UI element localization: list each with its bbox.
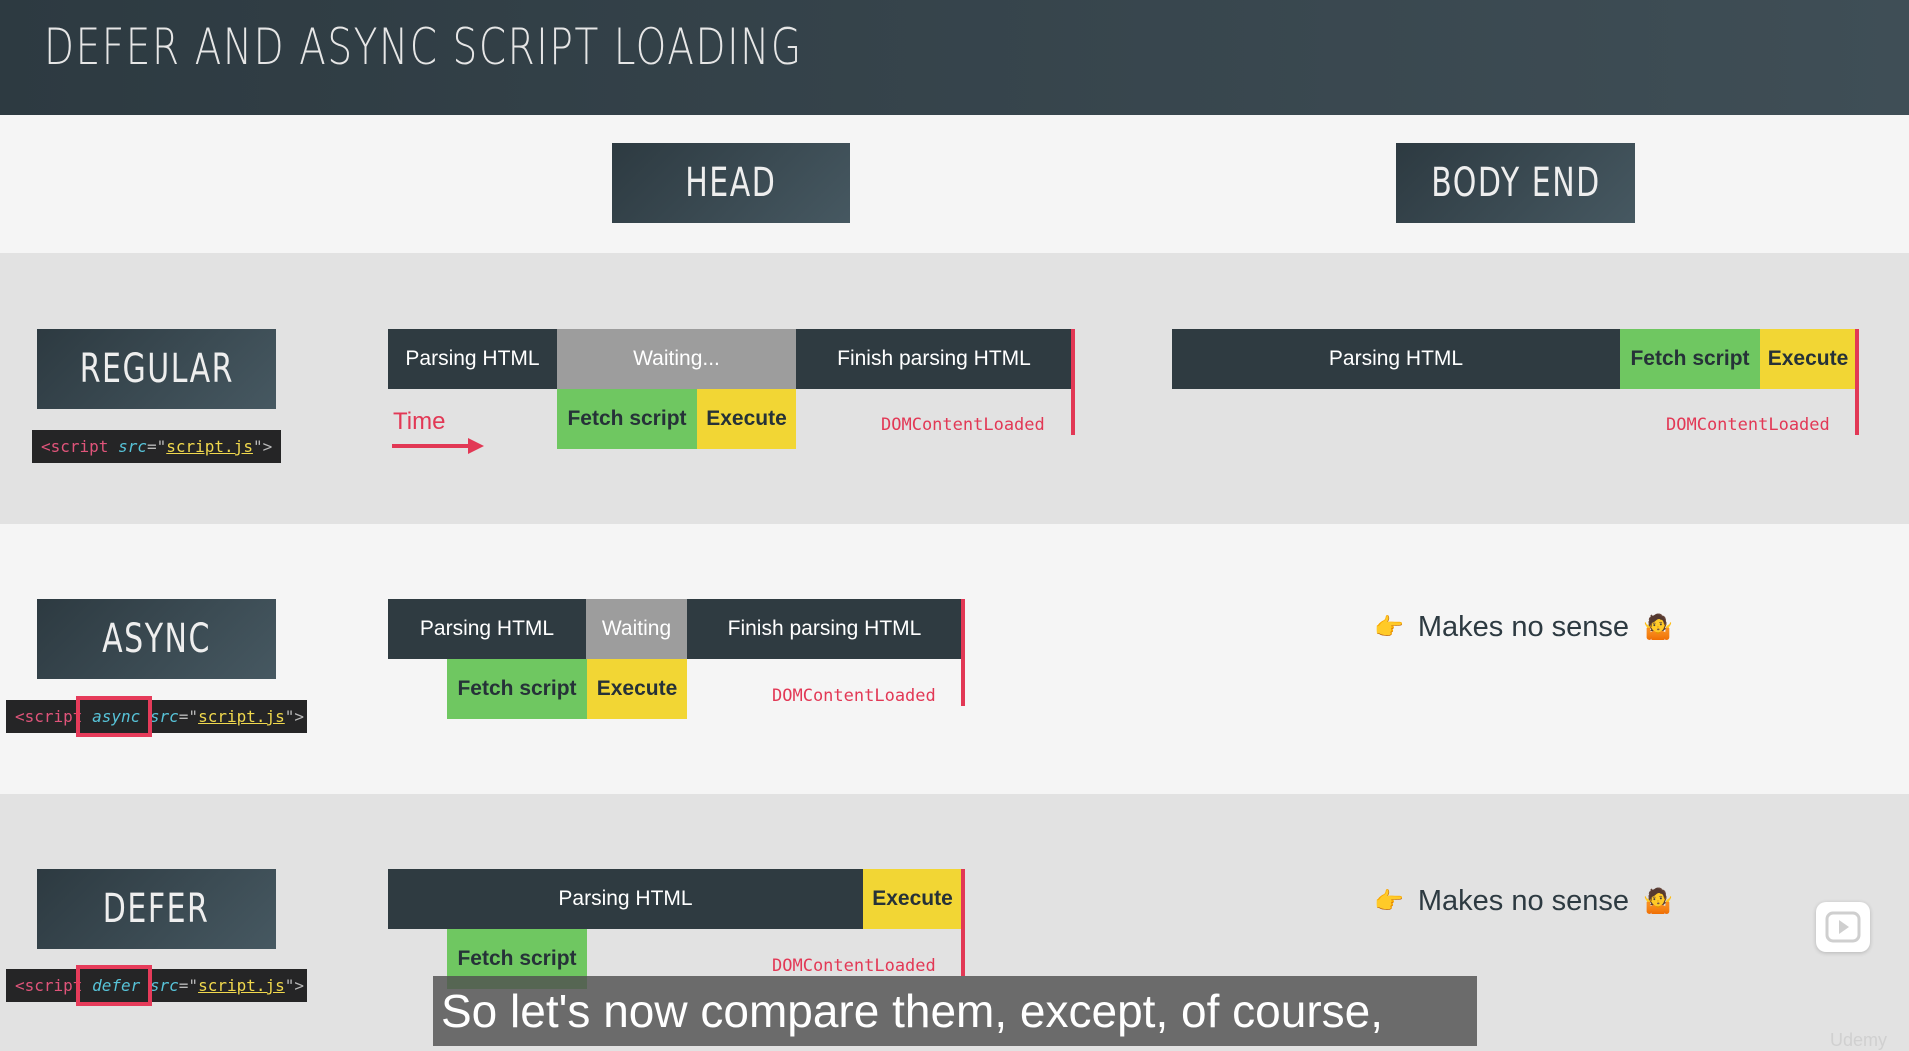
defer-head-parsing-html: Parsing HTML bbox=[388, 869, 863, 929]
code-close: "> bbox=[252, 437, 273, 456]
regular-head-waiting: Waiting... bbox=[557, 329, 796, 389]
code-src-value: script.js bbox=[166, 437, 253, 456]
makes-no-sense-text: Makes no sense bbox=[1417, 611, 1630, 643]
regular-head-parsing-html: Parsing HTML bbox=[388, 329, 557, 389]
async-head-dcl-marker bbox=[961, 599, 965, 706]
async-body-note: 👉 Makes no sense 🤷 bbox=[1360, 611, 1687, 644]
regular-body-dcl-label: DOMContentLoaded bbox=[1666, 415, 1830, 435]
regular-head-fetch-script: Fetch script bbox=[557, 389, 697, 449]
code-attr-src: src bbox=[149, 976, 179, 995]
header-bar bbox=[0, 0, 1909, 115]
async-head-execute: Execute bbox=[587, 659, 687, 719]
code-attr-defer: defer bbox=[92, 976, 141, 995]
code-tag: <script bbox=[15, 976, 83, 995]
time-label: Time bbox=[393, 408, 446, 435]
regular-body-fetch-script: Fetch script bbox=[1620, 329, 1760, 389]
head-column-label: HEAD bbox=[612, 143, 850, 223]
regular-head-dcl-marker bbox=[1071, 329, 1075, 435]
async-band bbox=[0, 524, 1909, 794]
code-src-value: script.js bbox=[198, 707, 285, 726]
regular-head-dcl-label: DOMContentLoaded bbox=[881, 415, 1045, 435]
body-end-column-label: BODY END bbox=[1396, 143, 1635, 223]
regular-body-parsing-html: Parsing HTML bbox=[1172, 329, 1620, 389]
code-close: "> bbox=[284, 976, 305, 995]
code-eq: =" bbox=[146, 437, 167, 456]
code-close: "> bbox=[284, 707, 305, 726]
defer-head-execute: Execute bbox=[863, 869, 962, 929]
regular-head-finish-parsing: Finish parsing HTML bbox=[796, 329, 1072, 389]
defer-head-dcl-label: DOMContentLoaded bbox=[772, 956, 936, 976]
async-head-finish-parsing: Finish parsing HTML bbox=[687, 599, 962, 659]
async-head-waiting: Waiting bbox=[586, 599, 687, 659]
defer-attr-highlight bbox=[76, 965, 152, 1006]
page-title: DEFER AND ASYNC SCRIPT LOADING bbox=[44, 18, 803, 76]
code-src-value: script.js bbox=[198, 976, 285, 995]
defer-label: DEFER bbox=[37, 869, 276, 949]
defer-head-dcl-marker bbox=[961, 869, 965, 976]
code-attr-async: async bbox=[92, 707, 141, 726]
async-head-dcl-label: DOMContentLoaded bbox=[772, 686, 936, 706]
async-attr-highlight bbox=[76, 696, 152, 737]
async-head-fetch-script: Fetch script bbox=[447, 659, 587, 719]
shrug-icon: 🤷 bbox=[1643, 614, 1673, 641]
code-tag: <script bbox=[15, 707, 83, 726]
regular-label: REGULAR bbox=[37, 329, 276, 409]
code-tag: <script bbox=[41, 437, 109, 456]
regular-head-execute: Execute bbox=[697, 389, 796, 449]
defer-code-snippet: <script defer src="script.js"> bbox=[6, 969, 307, 1002]
shrug-icon: 🤷 bbox=[1643, 888, 1673, 915]
pointing-hand-icon: 👉 bbox=[1374, 888, 1404, 915]
async-label: ASYNC bbox=[37, 599, 276, 679]
regular-code-snippet: <script src="script.js"> bbox=[32, 430, 281, 463]
regular-body-dcl-marker bbox=[1855, 329, 1859, 435]
async-head-parsing-html: Parsing HTML bbox=[388, 599, 586, 659]
video-subtitle: So let's now compare them, except, of co… bbox=[433, 976, 1477, 1046]
async-code-snippet: <script async src="script.js"> bbox=[6, 700, 307, 733]
play-icon bbox=[1825, 911, 1861, 943]
time-arrow-icon bbox=[392, 438, 484, 454]
video-play-button[interactable] bbox=[1816, 902, 1870, 952]
defer-body-note: 👉 Makes no sense 🤷 bbox=[1360, 885, 1687, 918]
udemy-watermark: Udemy bbox=[1830, 1030, 1888, 1050]
code-attr-src: src bbox=[149, 707, 179, 726]
code-eq: =" bbox=[178, 707, 199, 726]
code-eq: =" bbox=[178, 976, 199, 995]
code-attr-src: src bbox=[118, 437, 147, 456]
makes-no-sense-text: Makes no sense bbox=[1417, 885, 1630, 917]
pointing-hand-icon: 👉 bbox=[1374, 614, 1404, 641]
regular-body-execute: Execute bbox=[1760, 329, 1856, 389]
